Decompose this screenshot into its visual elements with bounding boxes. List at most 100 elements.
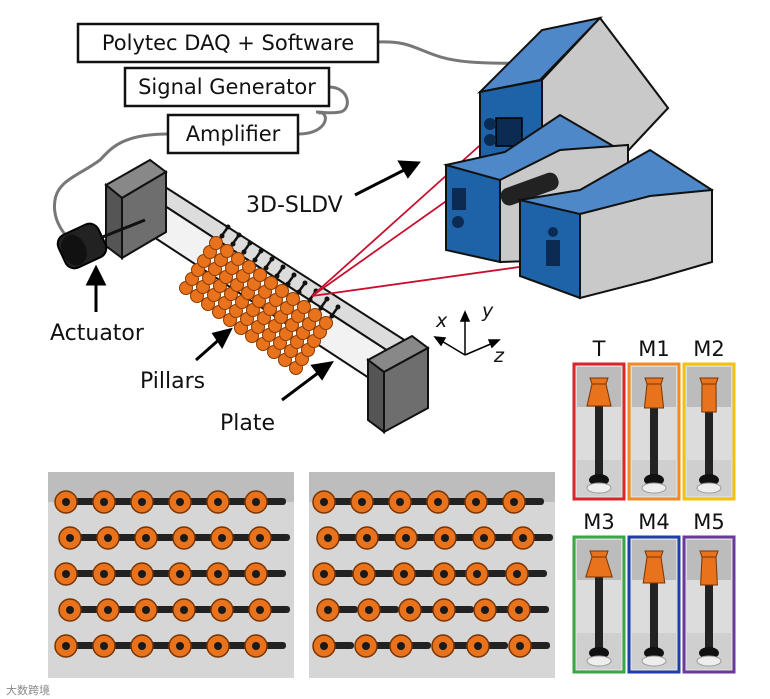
pillar: [275, 272, 297, 298]
photo-pillar: [244, 562, 286, 586]
photo-pillar: [464, 490, 506, 514]
photo-pillar: [465, 562, 507, 586]
axis-z-label: z: [493, 345, 505, 367]
photo-pillar: [130, 634, 172, 658]
photo-pillar: [134, 598, 176, 622]
photo-pillar: [357, 598, 399, 622]
photo-pillar: [316, 526, 358, 550]
coordinate-axes: [433, 310, 501, 356]
pillar: [308, 296, 330, 322]
photo-pillar: [210, 598, 252, 622]
pillar: [220, 232, 242, 258]
pillar-sample-m3: M3: [572, 510, 626, 674]
axis-x-label: x: [435, 310, 448, 332]
photo-pillar: [388, 490, 430, 514]
photo-pillar: [206, 634, 248, 658]
photo-pillar: [168, 634, 210, 658]
photo-pillar: [172, 598, 214, 622]
photo-pillar: [426, 490, 468, 514]
photo-pillar: [392, 562, 434, 586]
photo-pillar: [96, 598, 138, 622]
photo-pillar: [431, 634, 473, 658]
photo-pillar: [92, 562, 134, 586]
photo-pillar: [473, 598, 515, 622]
photo-pillar: [54, 562, 96, 586]
photo-pillar: [54, 490, 96, 514]
photo-pillar: [433, 526, 475, 550]
photo-pillar: [394, 526, 436, 550]
pillar: [231, 240, 253, 266]
pillar-sample-m4: M4: [627, 510, 681, 674]
photo-pillar: [502, 490, 544, 514]
photo-pillar: [172, 526, 214, 550]
photo-pillar: [432, 598, 474, 622]
pillar: [253, 256, 275, 282]
laser-beams: [311, 129, 556, 297]
arrows: [85, 160, 421, 402]
photo-pillar: [355, 526, 397, 550]
amplifier-label: Amplifier: [186, 122, 281, 146]
photo-pillars-left: [48, 472, 294, 678]
pillars-array: [179, 224, 341, 375]
pillar-sample-label: T: [592, 337, 606, 361]
photo-pillar: [92, 634, 134, 658]
daq-label: Polytec DAQ + Software: [102, 31, 354, 55]
photo-pillar: [472, 526, 514, 550]
pillar-sample-m5: M5: [682, 510, 736, 674]
photo-pillar: [58, 526, 100, 550]
photo-pillar: [248, 526, 290, 550]
right-clamp: [366, 334, 430, 434]
pillar-sample-t: T: [572, 337, 626, 501]
pillar-sample-label: M4: [638, 510, 669, 534]
photo-pillar: [92, 490, 134, 514]
photo-pillars-right: [309, 472, 555, 678]
actuator: [56, 218, 146, 270]
pillar: [209, 224, 231, 250]
photo-pillar: [96, 526, 138, 550]
photo-pillar: [466, 634, 508, 658]
actuator-label: Actuator: [50, 321, 145, 346]
daq-box: Polytec DAQ + Software: [76, 22, 380, 64]
photo-pillar: [312, 634, 354, 658]
laser-head-right: [517, 148, 714, 300]
photo-pillar: [312, 490, 354, 514]
photo-pillar: [352, 562, 394, 586]
photo-pillar: [54, 634, 96, 658]
pillar: [242, 248, 264, 274]
signal-generator-box: Signal Generator: [123, 66, 331, 108]
photo-pillar: [505, 562, 547, 586]
pillar-sample-label: M5: [693, 510, 724, 534]
photo-pillar: [168, 490, 210, 514]
amplifier-box: Amplifier: [166, 113, 300, 155]
pillar-sample-label: M1: [638, 337, 669, 361]
photo-pillar: [130, 562, 172, 586]
pillar: [319, 304, 341, 330]
photo-pillar: [206, 562, 248, 586]
photo-pillar: [508, 634, 550, 658]
photo-pillar: [389, 634, 431, 658]
sldv-label: 3D-SLDV: [246, 193, 343, 218]
plate-label: Plate: [220, 411, 275, 436]
photo-pillar: [316, 598, 358, 622]
axis-y-label: y: [481, 300, 494, 322]
photo-pillar: [58, 598, 100, 622]
photo-pillar: [248, 598, 290, 622]
signal-generator-label: Signal Generator: [138, 75, 316, 99]
photo-pillar: [398, 598, 440, 622]
photo-pillar: [130, 490, 172, 514]
photo-pillar: [350, 490, 392, 514]
photo-pillar: [511, 526, 553, 550]
photo-pillar: [354, 634, 396, 658]
pillar-sample-m2: M2: [682, 337, 736, 501]
photo-pillar: [168, 562, 210, 586]
left-clamp: [104, 158, 168, 260]
watermark: 大数跨境: [6, 683, 50, 697]
photo-pillar: [244, 490, 286, 514]
photo-pillar: [206, 490, 248, 514]
photo-pillar: [507, 598, 549, 622]
pillar: [264, 264, 286, 290]
pillar: [286, 280, 308, 306]
photo-pillar: [210, 526, 252, 550]
